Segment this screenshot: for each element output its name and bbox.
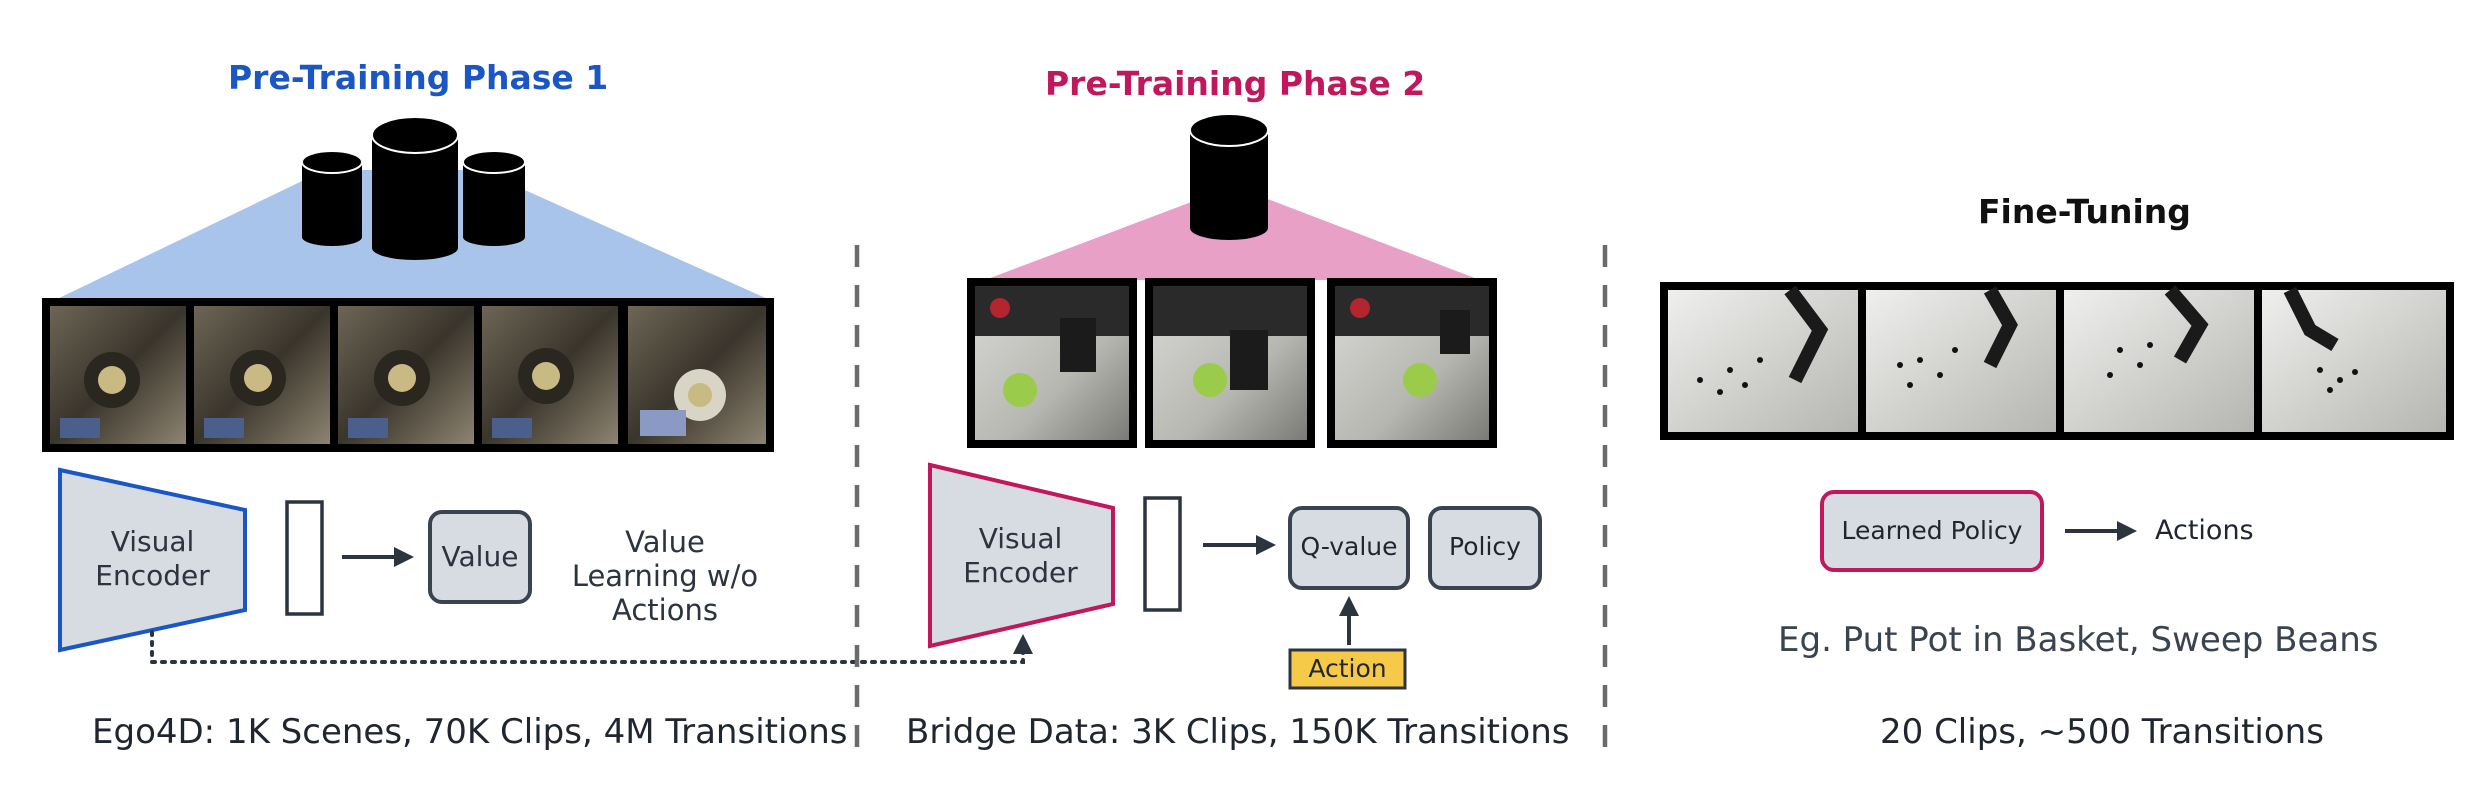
qvalue-box xyxy=(1288,506,1410,590)
robot-frame xyxy=(1668,285,1858,432)
learned-policy-label: Learned Policy xyxy=(1841,516,2023,545)
bridge-frame xyxy=(967,278,1137,448)
bridge-frame xyxy=(1327,278,1497,448)
phase1-database-icons xyxy=(301,116,526,260)
bridge-frame xyxy=(1145,278,1315,448)
database-icon xyxy=(462,150,526,246)
value-label: Value xyxy=(441,540,519,573)
phase2-video-frames xyxy=(967,278,1497,448)
action-label: Action xyxy=(1308,654,1387,683)
robot-frame xyxy=(2064,285,2254,432)
action-box xyxy=(1288,648,1407,690)
phase2-caption: Bridge Data: 3K Clips, 150K Transitions xyxy=(906,712,1570,752)
qvalue-label: Q-value xyxy=(1300,532,1398,561)
phase1-visual-encoder xyxy=(58,467,247,653)
phase1-title: Pre-Training Phase 1 xyxy=(228,58,609,97)
phase2-title: Pre-Training Phase 2 xyxy=(1045,64,1426,103)
phase2-encoder-label: Visual Encoder xyxy=(963,522,1078,589)
database-icon xyxy=(301,150,363,246)
actions-label: Actions xyxy=(2155,515,2254,546)
finetune-example: Eg. Put Pot in Basket, Sweep Beans xyxy=(1778,620,2379,660)
ego4d-frame xyxy=(194,306,330,444)
finetune-caption: 20 Clips, ~500 Transitions xyxy=(1880,712,2324,752)
database-icon xyxy=(371,116,459,260)
phase1-note: Value Learning w/o Actions xyxy=(571,525,759,627)
finetune-title: Fine-Tuning xyxy=(1978,192,2191,231)
robot-frame xyxy=(1866,286,2056,432)
learned-policy-box xyxy=(1820,490,2044,572)
ego4d-frame xyxy=(338,306,474,444)
phase2-database-icon xyxy=(1189,113,1269,240)
phase1-encoder-label: Visual Encoder xyxy=(95,525,210,592)
ego4d-frame xyxy=(50,306,186,444)
phase2-visual-encoder xyxy=(928,462,1115,649)
phase1-embedding-vector xyxy=(285,500,324,616)
phase2-embedding-vector xyxy=(1143,496,1182,612)
finetune-video-frames xyxy=(1660,282,2454,440)
policy-label: Policy xyxy=(1449,532,1521,561)
phase1-caption: Ego4D: 1K Scenes, 70K Clips, 4M Transiti… xyxy=(92,712,848,752)
policy-box xyxy=(1428,506,1542,590)
phase1-video-frames xyxy=(42,298,774,452)
ego4d-frame xyxy=(482,306,618,444)
ego4d-frame xyxy=(628,306,766,444)
weight-transfer-arrow xyxy=(150,630,1033,664)
value-box xyxy=(428,510,532,604)
robot-frame xyxy=(2262,286,2446,432)
